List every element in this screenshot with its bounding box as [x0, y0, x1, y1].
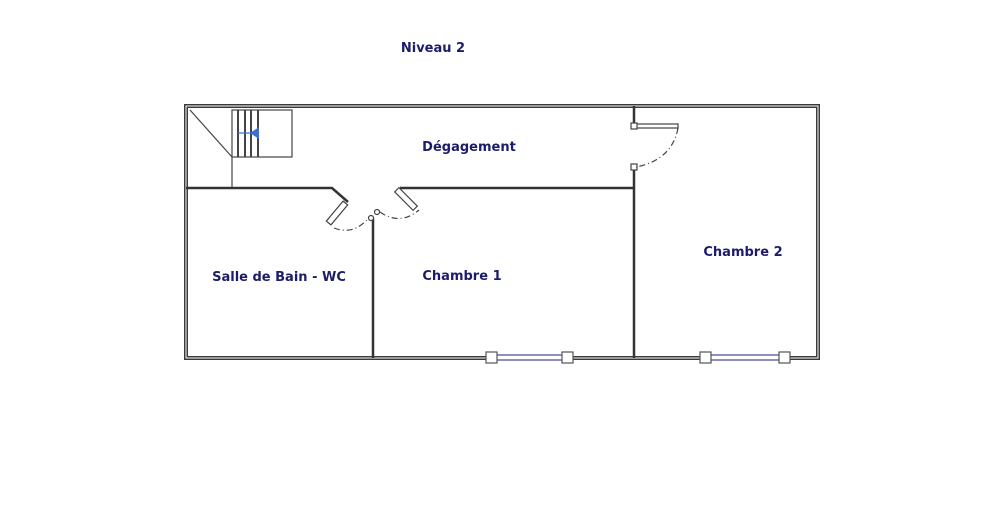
room-label-salle-de-bain: Salle de Bain - WC [212, 270, 346, 285]
room-label-chambre-1: Chambre 1 [422, 269, 501, 284]
windows [485, 351, 791, 364]
level-title: Niveau 2 [401, 41, 465, 56]
staircase [189, 109, 293, 188]
room-label-chambre-2: Chambre 2 [703, 245, 782, 260]
room-label-degagement: Dégagement [422, 140, 516, 155]
doors [325, 122, 679, 231]
interior-walls [186, 106, 636, 358]
stair-arrow-icon [250, 127, 259, 139]
